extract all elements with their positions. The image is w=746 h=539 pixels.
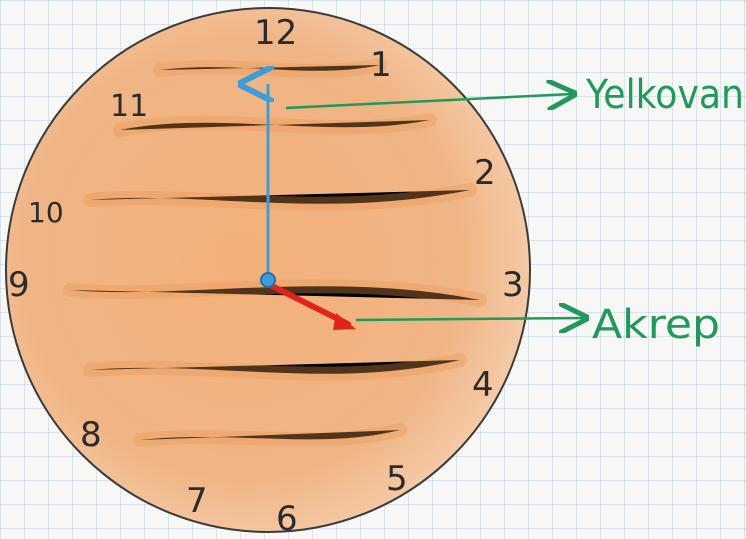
center-pin xyxy=(260,272,276,288)
clock-number-2: 2 xyxy=(474,153,496,193)
clock-number-6: 6 xyxy=(276,499,298,539)
minute-hand-pointer-arrow xyxy=(285,94,572,108)
clock-number-7: 7 xyxy=(186,481,208,521)
clock-number-3: 3 xyxy=(502,265,524,305)
hour-hand-label: Akrep xyxy=(592,302,720,348)
hour-hand-tip xyxy=(333,313,356,330)
clock-number-9: 9 xyxy=(8,265,30,305)
clock-number-5: 5 xyxy=(386,459,408,499)
clock-number-4: 4 xyxy=(472,365,494,405)
clock-number-11: 11 xyxy=(110,89,148,124)
minute-hand-label: Yelkovan xyxy=(585,72,744,118)
clock-number-8: 8 xyxy=(80,415,102,455)
clock-number-12: 12 xyxy=(254,13,297,53)
clock-number-1: 1 xyxy=(370,45,392,85)
crayon-shading xyxy=(63,58,487,447)
clock-number-10: 10 xyxy=(28,196,64,229)
hour-hand-pointer-arrow xyxy=(355,318,584,320)
